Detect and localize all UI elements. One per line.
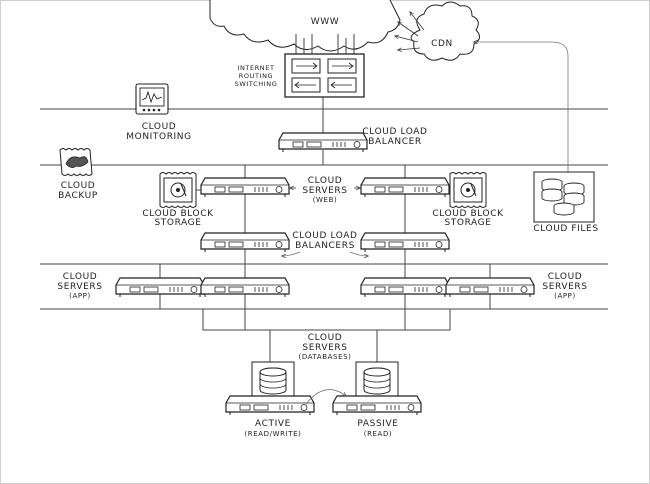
- load-balancers-label-2: BALANCERS: [295, 241, 355, 251]
- app-server-3: [360, 277, 450, 298]
- block-storage-right-label-2: STORAGE: [444, 218, 491, 228]
- routing-label-2: ROUTING: [239, 72, 273, 80]
- passive-sublabel: (READ): [364, 430, 393, 438]
- block-storage-right-icon: [449, 172, 487, 208]
- app-server-2: [200, 277, 290, 298]
- lb-arrow-right: [349, 251, 368, 256]
- files-to-cdn-arrow: [474, 42, 569, 172]
- monitoring-label-2: MONITORING: [126, 132, 191, 142]
- load-balancer-right: [360, 232, 450, 253]
- passive-label: PASSIVE: [357, 419, 398, 429]
- servers-app-right-label-1: CLOUD: [548, 272, 583, 282]
- block-storage-left-label-2: STORAGE: [154, 218, 201, 228]
- servers-db-label-2: SERVERS: [302, 343, 347, 353]
- routing-switch: [284, 53, 365, 98]
- app-server-1: [115, 277, 205, 298]
- monitoring-label-1: CLOUD: [142, 122, 177, 132]
- passive-database: [332, 361, 422, 416]
- replication-arrow: [305, 389, 346, 405]
- block-storage-right-label-1: CLOUD BLOCK: [432, 209, 504, 219]
- servers-db-label-3: (DATABASES): [299, 353, 352, 361]
- servers-web-label-2: SERVERS: [302, 186, 347, 196]
- servers-app-left-label-1: CLOUD: [63, 272, 98, 282]
- web-server-right: [360, 177, 450, 198]
- backup-label-2: BACKUP: [58, 191, 98, 201]
- web-server-left: [200, 177, 290, 198]
- active-label: ACTIVE: [255, 419, 291, 429]
- www-label: WWW: [311, 17, 340, 27]
- active-sublabel: (READ/WRITE): [244, 430, 301, 438]
- servers-db-label-1: CLOUD: [308, 333, 343, 343]
- servers-app-left-label-3: (APP): [69, 292, 91, 300]
- load-balancer-left: [200, 232, 290, 253]
- load-balancer-device: [278, 132, 368, 153]
- active-database: [225, 361, 315, 416]
- zone-lines: [40, 108, 608, 310]
- cdn-distribution-arrows: [395, 12, 425, 50]
- block-storage-left-icon: [159, 172, 197, 208]
- routing-label-1: INTERNET: [237, 64, 274, 72]
- cdn-cloud-shape: [410, 1, 480, 61]
- block-storage-left-label-1: CLOUD BLOCK: [142, 209, 214, 219]
- cdn-label: CDN: [431, 39, 453, 49]
- servers-app-left-label-2: SERVERS: [57, 282, 102, 292]
- monitoring-icon: [135, 83, 169, 115]
- servers-web-label-3: (WEB): [313, 196, 338, 204]
- lb-arrow-left: [282, 251, 301, 256]
- load-balancers-label-1: CLOUD LOAD: [292, 231, 357, 241]
- internet-wires: [295, 34, 355, 55]
- backup-label-1: CLOUD: [61, 181, 96, 191]
- routing-label-3: SWITCHING: [235, 80, 278, 88]
- cloud-files-icon: [533, 171, 595, 223]
- servers-app-right-label-3: (APP): [554, 292, 576, 300]
- app-server-4: [445, 277, 535, 298]
- cloud-files-label: CLOUD FILES: [533, 224, 598, 234]
- servers-app-right-label-2: SERVERS: [542, 282, 587, 292]
- backup-icon: [59, 148, 93, 176]
- load-balancer-label-2: BALANCER: [368, 137, 421, 147]
- www-cloud-shape: [209, 0, 401, 52]
- load-balancer-label-1: CLOUD LOAD: [362, 127, 427, 137]
- servers-web-label-1: CLOUD: [308, 176, 343, 186]
